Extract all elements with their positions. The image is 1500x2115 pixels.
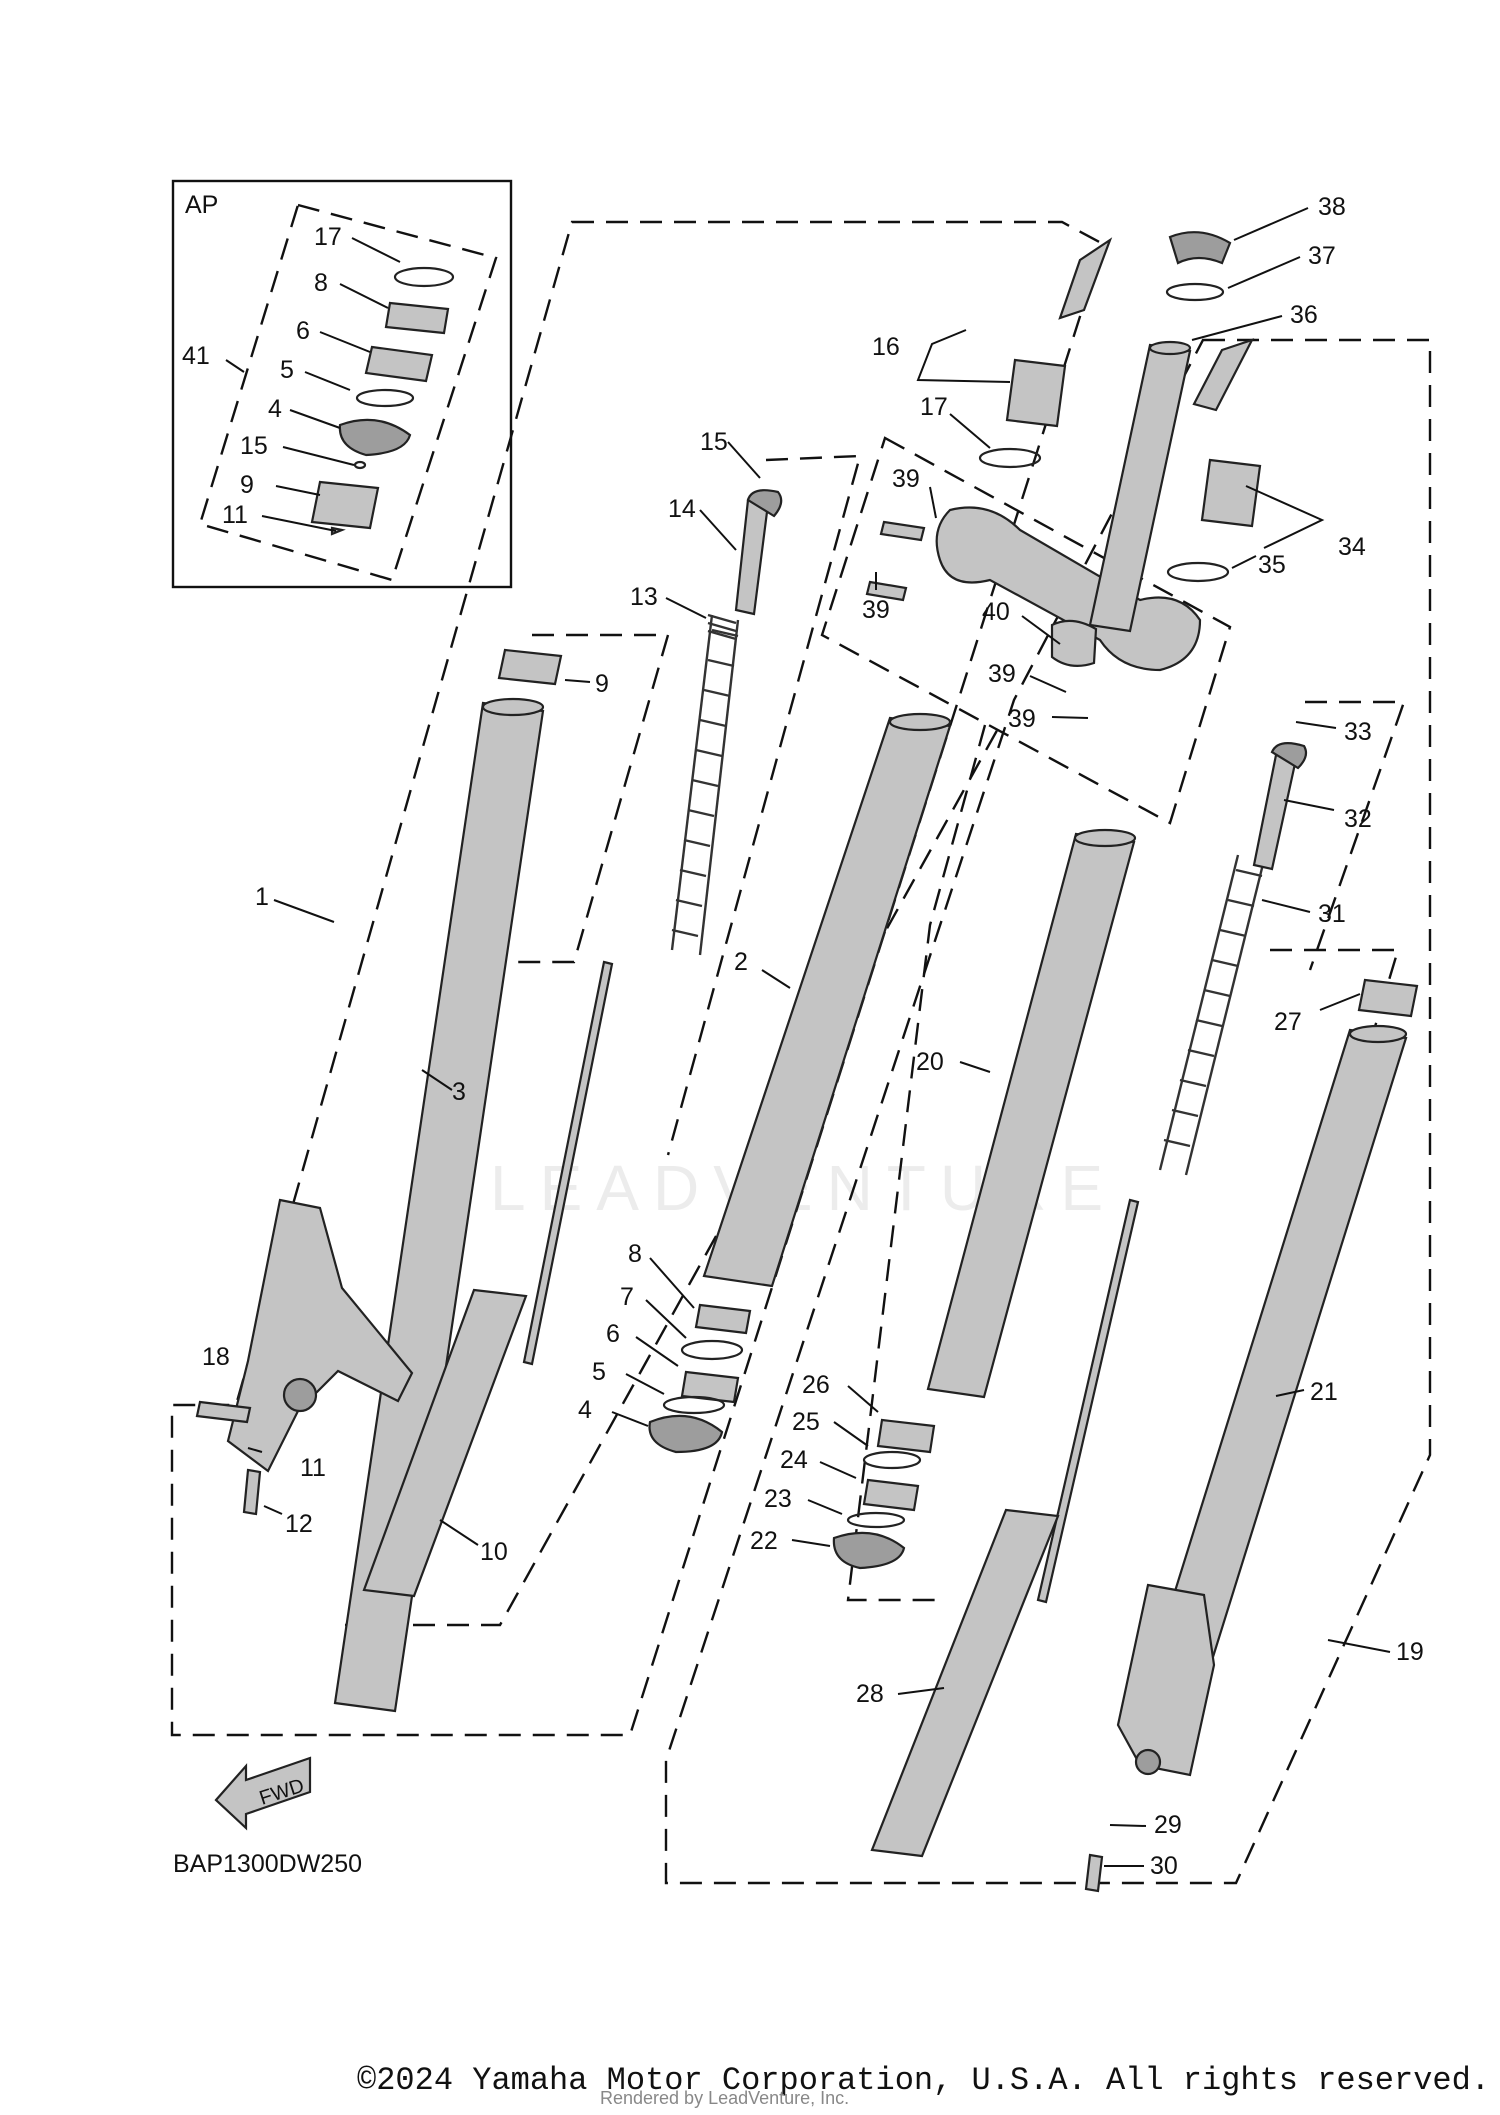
callout-39c: 39	[988, 660, 1016, 688]
bearing-38	[1168, 231, 1232, 265]
left-seal-set	[648, 1303, 752, 1454]
callout-39d: 39	[1008, 705, 1036, 733]
callout-7: 7	[620, 1283, 634, 1311]
right-spring	[1158, 854, 1266, 1176]
right-seal-set	[832, 1418, 936, 1570]
callout-8b: 8	[628, 1240, 642, 1268]
callout-36: 36	[1290, 301, 1318, 329]
callout-29: 29	[1154, 1811, 1182, 1839]
callout-25: 25	[792, 1408, 820, 1436]
callout-17: 17	[314, 223, 342, 251]
callout-33: 33	[1344, 718, 1372, 746]
callout-5: 5	[280, 356, 294, 384]
holder-40	[1050, 619, 1098, 668]
callout-15b: 15	[700, 428, 728, 456]
callout-41: 41	[182, 342, 210, 370]
center-outer-tube	[702, 712, 952, 1288]
bracket-boundary	[820, 436, 1232, 825]
callout-6b: 6	[606, 1320, 620, 1348]
left-damper-rod	[522, 489, 783, 1366]
callout-26: 26	[802, 1371, 830, 1399]
callout-5b: 5	[592, 1358, 606, 1386]
callout-23: 23	[764, 1485, 792, 1513]
callout-14: 14	[668, 495, 696, 523]
callout-17b: 17	[920, 393, 948, 421]
callout-22: 22	[750, 1527, 778, 1555]
diagram-code: BAP1300DW250	[173, 1850, 362, 1878]
right-bushing-27	[1357, 978, 1419, 1018]
left-top-bushing	[497, 648, 563, 686]
callout-39b: 39	[862, 596, 890, 624]
render-credit: Rendered by LeadVenture, Inc.	[600, 2088, 850, 2108]
callout-27: 27	[1274, 1008, 1302, 1036]
right-inner-tube	[870, 1508, 1060, 1858]
callout-30: 30	[1150, 1852, 1178, 1880]
right-axle-bracket	[1116, 1583, 1216, 1777]
right-fork-boundary	[664, 338, 1432, 1885]
bearing-37	[1165, 282, 1225, 302]
callout-40: 40	[982, 598, 1010, 626]
callout-35: 35	[1258, 551, 1286, 579]
bolt-30	[1084, 1853, 1104, 1893]
left-fork-boundary	[170, 220, 1105, 1737]
left-spring	[670, 613, 740, 956]
callout-24: 24	[780, 1446, 808, 1474]
copyright-notice: ©2024 Yamaha Motor Corporation, U.S.A. A…	[357, 2062, 1490, 2099]
inset-ap: AP	[171, 179, 513, 589]
callout-4: 4	[268, 395, 282, 423]
callout-21: 21	[1310, 1378, 1338, 1406]
callout-9b: 9	[595, 670, 609, 698]
left-inner-tube	[362, 1288, 528, 1598]
adjuster-16	[1005, 237, 1113, 428]
callout-28: 28	[856, 1680, 884, 1708]
callout-10: 10	[480, 1538, 508, 1566]
right-center-tube	[926, 828, 1137, 1399]
callout-11b: 11	[300, 1454, 326, 1482]
callout-37: 37	[1308, 242, 1336, 270]
callout-20: 20	[916, 1048, 944, 1076]
right-outer-tube	[1150, 1024, 1408, 1675]
right-damper-rod	[1036, 741, 1308, 1604]
callout-4b: 4	[578, 1396, 592, 1424]
fwd-arrow-icon: FWD	[214, 1756, 312, 1831]
under-bracket	[935, 340, 1202, 672]
callout-2: 2	[734, 948, 748, 976]
callout-12: 12	[285, 1510, 313, 1538]
callout-11: 11	[222, 501, 248, 529]
pinch-bolt-18	[195, 1400, 252, 1424]
callout-9: 9	[240, 471, 254, 499]
callout-13: 13	[630, 583, 658, 611]
callout-39a: 39	[892, 465, 920, 493]
inset-label: AP	[185, 191, 218, 219]
callout-8: 8	[314, 269, 328, 297]
callout-3: 3	[452, 1078, 466, 1106]
callout-32: 32	[1344, 805, 1372, 833]
callout-19: 19	[1396, 1638, 1424, 1666]
callout-38: 38	[1318, 193, 1346, 221]
callout-31: 31	[1318, 900, 1346, 928]
callout-18: 18	[202, 1343, 230, 1371]
bolt-12	[242, 1468, 262, 1516]
callouts: 17 8 6 5 4 15 9 11 41 1 3 9 10 11 12 18 …	[182, 193, 1424, 1880]
callout-34: 34	[1338, 533, 1366, 561]
callout-15: 15	[240, 432, 268, 460]
adjuster-34	[1192, 338, 1262, 528]
callout-1: 1	[255, 883, 269, 911]
callout-16: 16	[872, 333, 900, 361]
callout-6: 6	[296, 317, 310, 345]
